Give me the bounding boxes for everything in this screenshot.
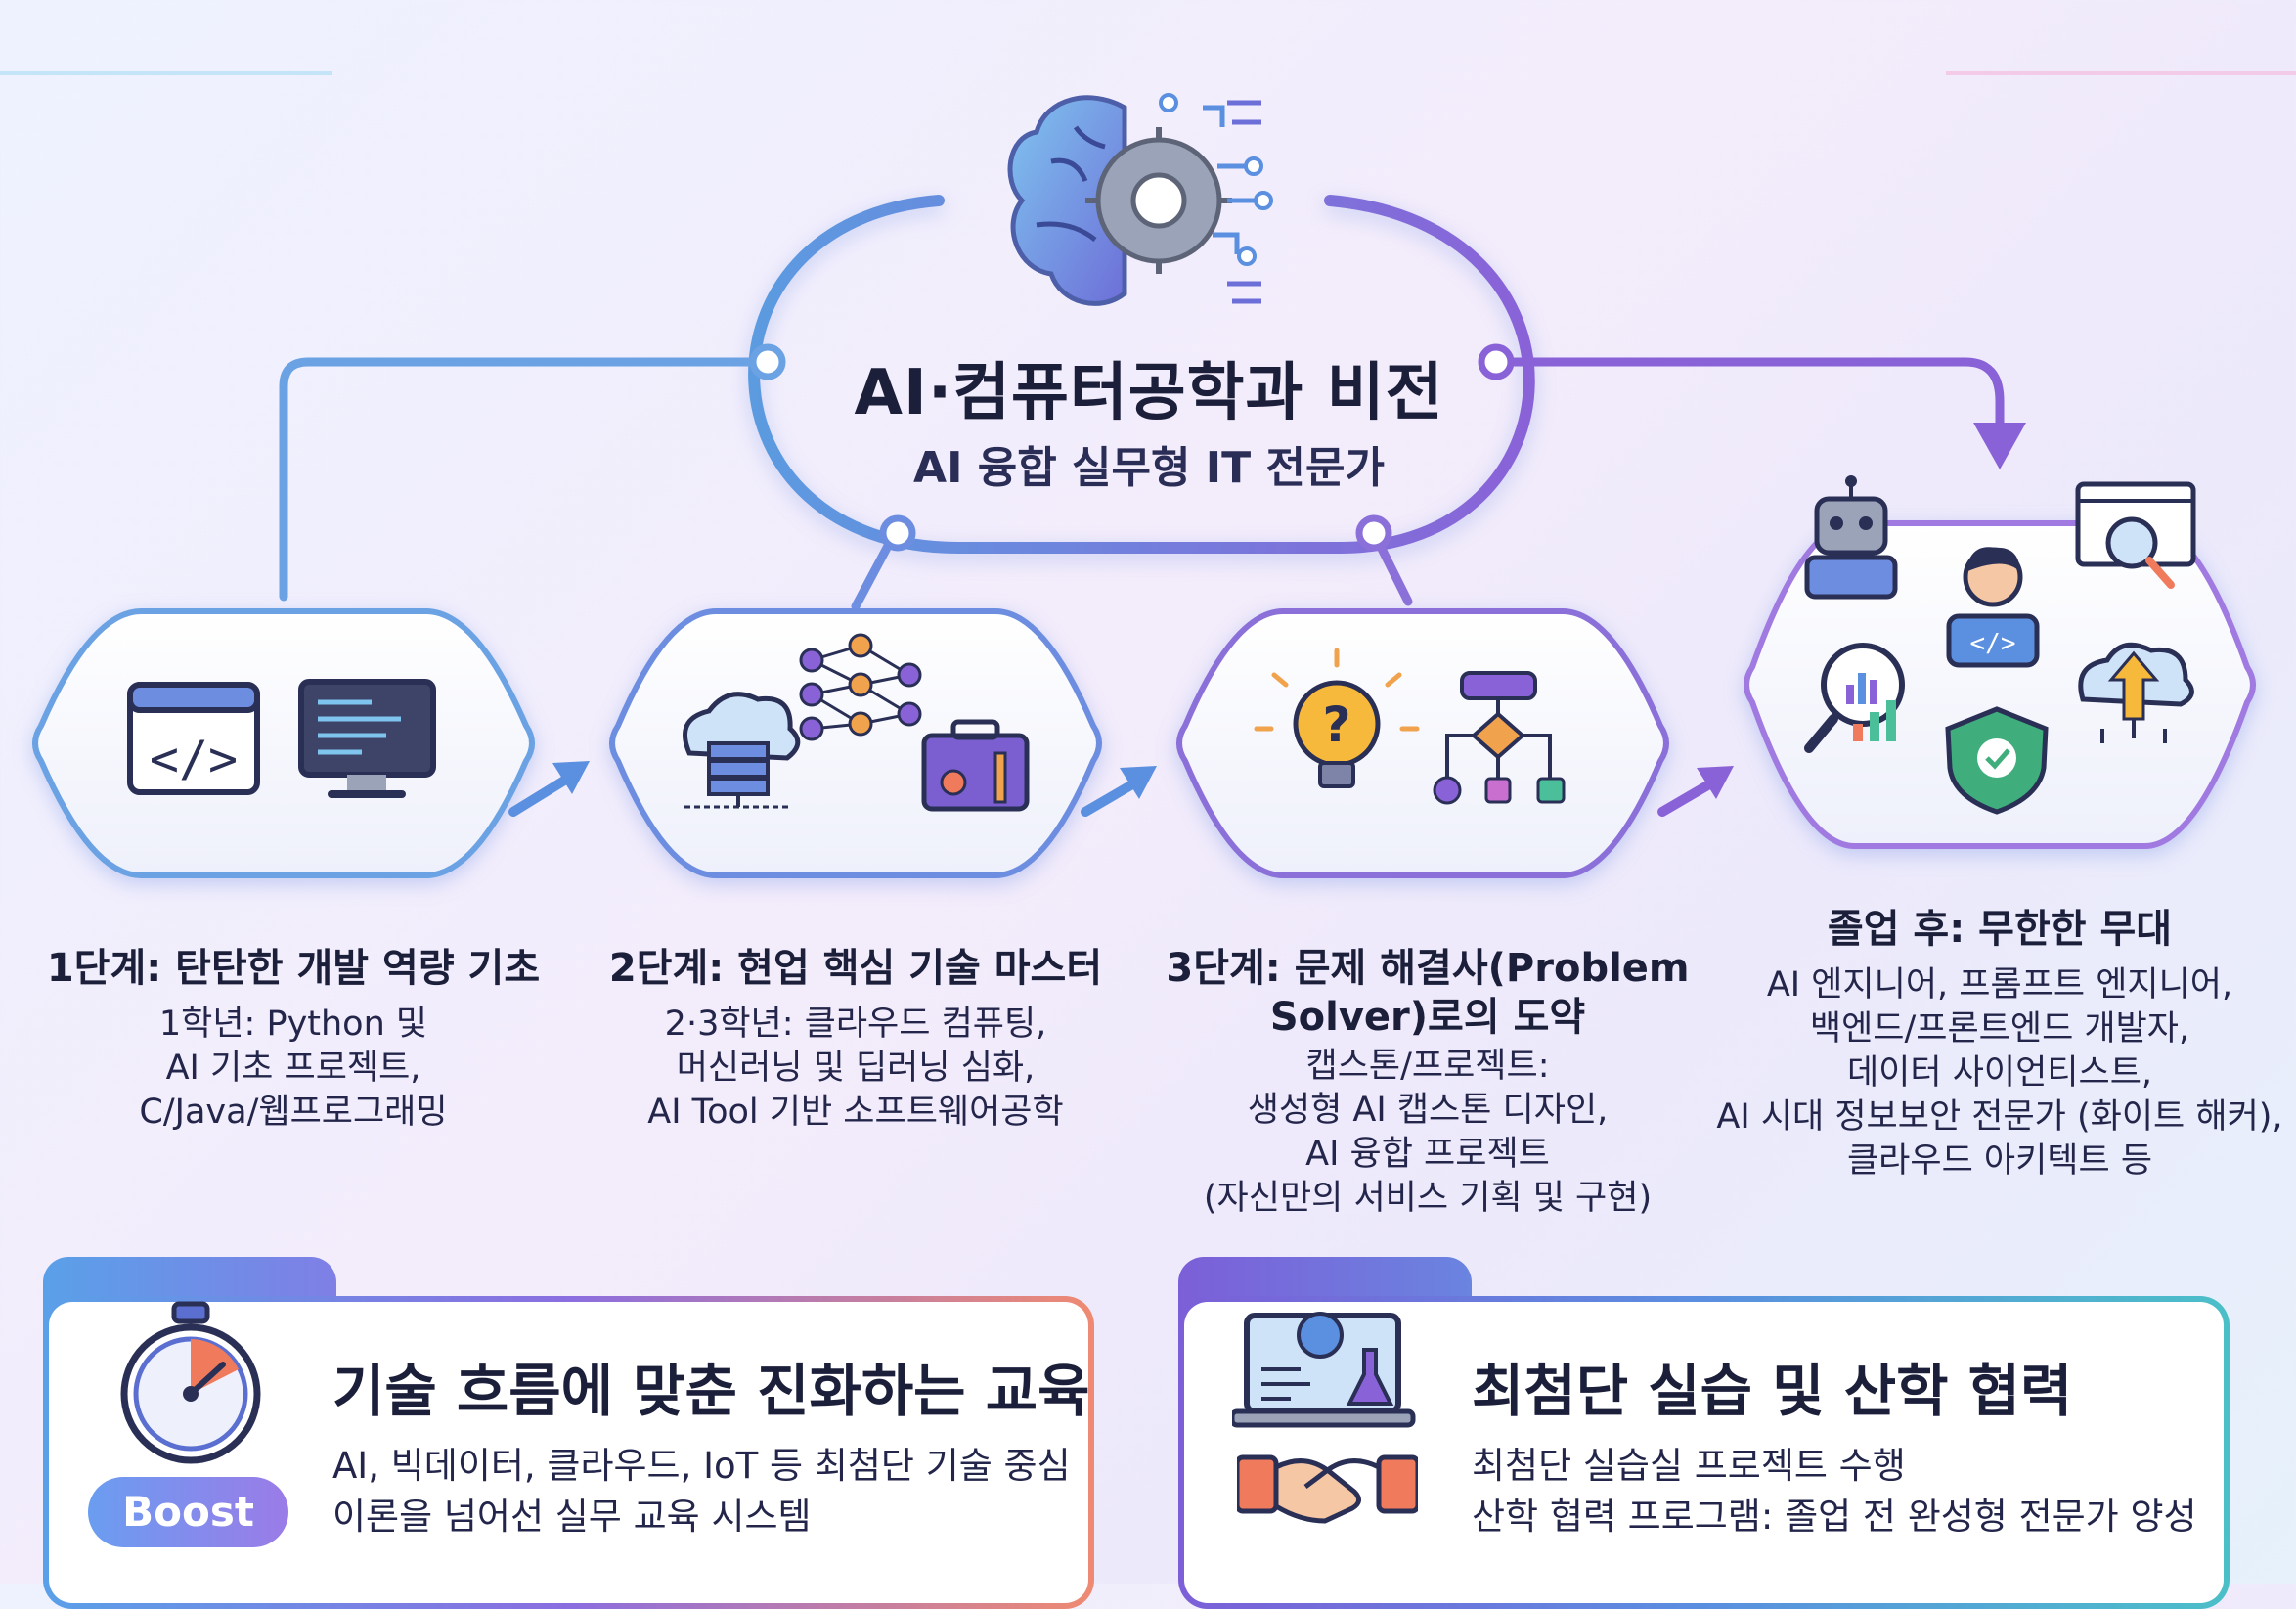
- stage-4-title: 졸업 후: 무한한 무대: [1827, 907, 2173, 952]
- stage-2-line: 2·3학년: 클라우드 컴퓨팅,: [664, 1005, 1047, 1044]
- stage-2-body: 2·3학년: 클라우드 컴퓨팅, 머신러닝 및 딥러닝 심화, AI Tool …: [592, 1003, 1120, 1135]
- flowchart-icon: [1433, 671, 1566, 805]
- panel-right-line: 산학 협력 프로그램: 졸업 전 완성형 전문가 양성: [1472, 1496, 2197, 1538]
- hub-subtitle: AI 융합 실무형 IT 전문가: [913, 443, 1385, 493]
- stage-2-line: AI Tool 기반 소프트웨어공학: [647, 1093, 1064, 1132]
- stage-card-1: [32, 608, 535, 878]
- stage-4-line: 백엔드/프론트엔드 개발자,: [1809, 1009, 2190, 1049]
- robot-icon: [1804, 475, 1898, 600]
- stage-arrow-heads: [552, 761, 1734, 799]
- toolbox-icon: [921, 719, 1030, 812]
- stage-3-line: 캡스톤/프로젝트:: [1305, 1047, 1550, 1086]
- panel-left-title: 기술 흐름에 맞춘 진화하는 교육: [332, 1358, 1090, 1424]
- arrow-to-career: [1973, 423, 2026, 469]
- monitor-icon: [298, 679, 436, 798]
- magnifier-chart-icon: [1804, 643, 1905, 753]
- stage-1-line: AI 기초 프로젝트,: [165, 1049, 421, 1088]
- stage-1-title: 1단계: 탄탄한 개발 역량 기초: [46, 946, 541, 991]
- code-window-icon: </>: [127, 682, 260, 795]
- hub-capsule: [748, 195, 1535, 554]
- connector-dots: [749, 343, 1515, 552]
- stage-4-line: 클라우드 아키텍트 등: [1846, 1141, 2153, 1181]
- laptop-lab-icon: [1232, 1312, 1416, 1428]
- handshake-icon: [1237, 1454, 1418, 1524]
- stage-3-line: AI 융합 프로젝트: [1305, 1135, 1550, 1174]
- hub-title: AI·컴퓨터공학과 비전: [854, 357, 1444, 429]
- lightbulb-question-icon: ?: [1254, 648, 1420, 788]
- stage-3-title: 3단계: 문제 해결사(Problem Solver)로의 도약: [1159, 944, 1697, 1042]
- svg-text:</>: </>: [1970, 629, 2016, 658]
- stage-3-body: 캡스톤/프로젝트: 생성형 AI 캡스톤 디자인, AI 융합 프로젝트 (자신…: [1159, 1045, 1697, 1221]
- stage-2-line: 머신러닝 및 딥러닝 심화,: [676, 1049, 1036, 1088]
- stopwatch-icon: [120, 1301, 261, 1464]
- cloud-upload-icon: [2078, 642, 2194, 743]
- brain-gear-icon: [1007, 93, 1273, 306]
- stage-1-line: C/Java/웹프로그래밍: [139, 1093, 448, 1132]
- stage-4-body: AI 엔지니어, 프롬프트 엔지니어, 백엔드/프론트엔드 개발자, 데이터 사…: [1701, 963, 2296, 1184]
- svg-text:?: ?: [1322, 696, 1350, 753]
- stage-1-body: 1학년: Python 및 AI 기초 프로젝트, C/Java/웹프로그래밍: [20, 1003, 567, 1135]
- svg-text:</>: </>: [150, 731, 238, 787]
- stage-4-line: 데이터 사이언티스트,: [1846, 1053, 2153, 1093]
- stage-3-title-line: 3단계: 문제 해결사(Problem: [1166, 946, 1690, 991]
- shield-check-icon: [1945, 706, 2049, 815]
- stage-4-line: AI 시대 정보보안 전문가 (화이트 해커),: [1716, 1097, 2283, 1137]
- panel-right-title: 최첨단 실습 및 산학 협력: [1472, 1358, 2073, 1424]
- boost-badge: Boost: [88, 1477, 288, 1547]
- stage-card-4: [1744, 520, 2256, 849]
- neural-network-icon: [799, 633, 922, 741]
- panel-left-line: 이론을 넘어선 실무 교육 시스템: [332, 1496, 812, 1538]
- panel-left-line: AI, 빅데이터, 클라우드, IoT 등 최첨단 기술 중심: [332, 1445, 1071, 1487]
- stage-3-title-line: Solver)로의 도약: [1269, 995, 1586, 1040]
- stage-3-line: (자신만의 서비스 기획 및 구현): [1203, 1179, 1653, 1218]
- code-analytics-icon: [2075, 481, 2196, 589]
- developer-avatar-icon: </>: [1946, 547, 2040, 668]
- stage-4-line: AI 엔지니어, 프롬프트 엔지니어,: [1766, 965, 2233, 1005]
- stage-3-line: 생성형 AI 캡스톤 디자인,: [1247, 1091, 1609, 1130]
- stage-2-title: 2단계: 현업 핵심 기술 마스터: [608, 946, 1103, 991]
- cloud-server-icon: [683, 692, 801, 809]
- stage-1-line: 1학년: Python 및: [158, 1005, 428, 1044]
- panel-right-line: 최첨단 실습실 프로젝트 수행: [1472, 1445, 1906, 1487]
- stage-card-3: [1176, 608, 1669, 878]
